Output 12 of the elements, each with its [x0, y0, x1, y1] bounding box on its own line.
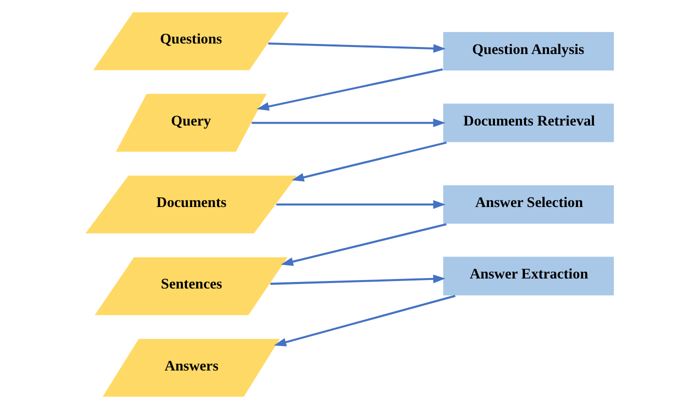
- arrow: [270, 274, 446, 285]
- arrow: [268, 42, 446, 53]
- arrow: [274, 294, 456, 346]
- arrow: [252, 118, 446, 128]
- node-box: Documents Retrieval: [442, 102, 615, 144]
- node-box: Answer Extraction: [442, 256, 615, 296]
- arrow: [280, 223, 447, 266]
- arrow: [256, 68, 443, 111]
- arrow: [276, 200, 446, 209]
- node-box: Answer Selection: [442, 184, 615, 225]
- node-box: Question Analysis: [442, 31, 615, 72]
- arrow: [292, 142, 447, 182]
